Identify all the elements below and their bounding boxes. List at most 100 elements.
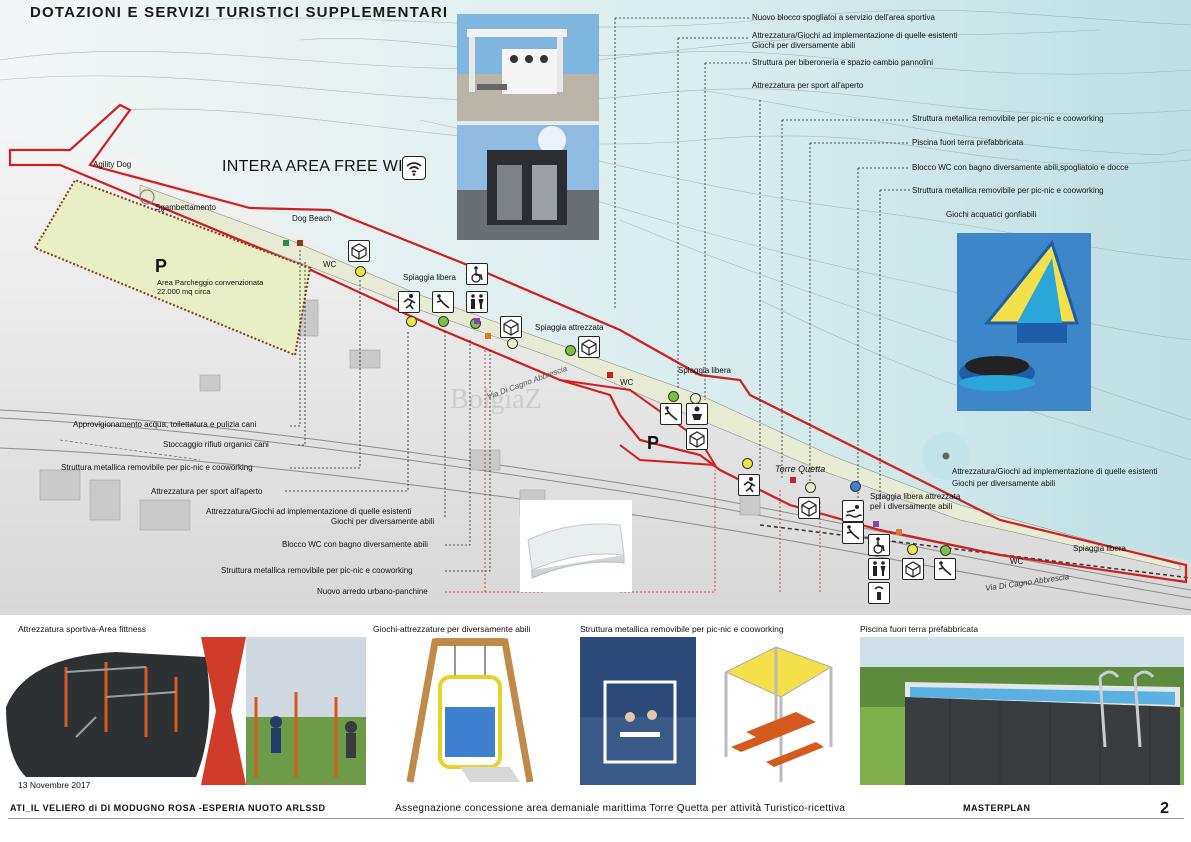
wc-block-photo bbox=[457, 125, 599, 240]
legend-right-5: Attrezzatura per sport all'aperto bbox=[752, 81, 864, 90]
legend-right-7: Piscina fuori terra prefabbricata bbox=[912, 138, 1024, 147]
legend-left-9: Nuovo arredo urbano-panchine bbox=[317, 587, 428, 596]
parking-label-1: Area Parcheggio convenzionata bbox=[157, 278, 264, 287]
legend-left-5: Attrezzatura/Giochi ad implementazione d… bbox=[206, 507, 412, 516]
legend-left-6: Giochi per diversamente abili bbox=[331, 517, 435, 526]
legend-right-9: Struttura metallica removibile per pic-n… bbox=[912, 186, 1104, 195]
date-label: 13 Novembre 2017 bbox=[18, 780, 91, 790]
caption-fitness: Attrezzatura sportiva-Area fittness bbox=[18, 624, 147, 634]
structure-cube-icon bbox=[500, 316, 522, 338]
legend-right-8: Blocco WC con bagno diversamente abili,s… bbox=[912, 163, 1129, 172]
structure-cube-icon bbox=[902, 558, 924, 580]
playground-icon bbox=[660, 403, 682, 425]
pool-photo bbox=[860, 637, 1184, 785]
marker-square bbox=[297, 240, 303, 246]
playground-icon bbox=[842, 522, 864, 544]
marker-dot bbox=[805, 482, 816, 493]
drinking-fountain-icon bbox=[868, 582, 890, 604]
spiaggia-libera-label-2: Spiaggia libera bbox=[678, 366, 731, 375]
legend-right-4: Struttura per biberoneria e spazio cambi… bbox=[752, 58, 933, 67]
footer-left: ATI_IL VELIERO di DI MODUGNO ROSA -ESPER… bbox=[10, 803, 326, 813]
legend-left-8: Struttura metallica removibile per pic-n… bbox=[221, 566, 413, 575]
spiaggia-attrezzata-label: Spiaggia attrezzata bbox=[535, 323, 604, 332]
toilet-people-icon bbox=[466, 291, 488, 313]
wheelchair-icon bbox=[466, 263, 488, 285]
caption-disabled-games: Giochi-attrezzature per diversamente abi… bbox=[373, 624, 531, 634]
marker-square bbox=[607, 372, 613, 378]
parking-letter: P bbox=[155, 256, 168, 276]
wc-label-3: WC bbox=[1010, 557, 1024, 566]
changing-room-photo bbox=[457, 14, 599, 121]
spiaggia-disabili-label-1: Spiaggia libera attrezzata bbox=[870, 492, 961, 501]
footer-center: Assegnazione concessione area demaniale … bbox=[395, 803, 846, 814]
marker-square bbox=[474, 318, 480, 324]
footer-right: MASTERPLAN bbox=[963, 803, 1031, 813]
bench-render bbox=[520, 500, 632, 592]
legend-right-10: Giochi acquatici gonfiabili bbox=[946, 210, 1037, 219]
fitness-area-photo bbox=[6, 637, 366, 785]
legend-left-1: Approvigionamento acqua, toilettatura e … bbox=[73, 420, 257, 429]
legend-right-2: Attrezzatura/Giochi ad implementazione d… bbox=[752, 31, 958, 40]
running-icon bbox=[738, 474, 760, 496]
wc-label-1: WC bbox=[323, 260, 337, 269]
legend-right-11: Attrezzatura/Giochi ad implementazione d… bbox=[952, 467, 1158, 476]
wifi-icon bbox=[402, 156, 426, 180]
marker-dot bbox=[690, 393, 701, 404]
spiaggia-libera-label-1: Spiaggia libera bbox=[403, 273, 456, 282]
swimmer-icon bbox=[842, 500, 864, 522]
spiaggia-disabili-label-2: per i diversamente abili bbox=[870, 502, 953, 511]
legend-left-2: Stoccaggio rifiuti organici cani bbox=[163, 440, 269, 449]
swing-disabled-photo bbox=[400, 637, 540, 785]
marker-dot bbox=[355, 266, 366, 277]
picnic-structure-render bbox=[706, 637, 836, 785]
legend-left-7: Blocco WC con bagno diversamente abili bbox=[282, 540, 428, 549]
legend-right-12: Giochi per diversamente abili bbox=[952, 479, 1056, 488]
marker-dot bbox=[668, 391, 679, 402]
spiaggia-libera-label-3: Spiaggia libera bbox=[1073, 544, 1126, 553]
caption-picnic-structure: Struttura metallica removibile per pic-n… bbox=[580, 624, 784, 634]
dog-beach-label: Dog Beach bbox=[292, 214, 332, 223]
watermark-text: BolgiaZ bbox=[450, 384, 542, 415]
page-title: DOTAZIONI E SERVIZI TURISTICI SUPPLEMENT… bbox=[30, 4, 449, 21]
playground-icon bbox=[934, 558, 956, 580]
torre-quetta-label: Torre Quetta bbox=[775, 464, 826, 474]
structure-cube-icon bbox=[798, 497, 820, 519]
marker-dot bbox=[438, 316, 449, 327]
marker-square bbox=[283, 240, 289, 246]
footer bbox=[0, 798, 1191, 842]
running-icon bbox=[398, 291, 420, 313]
marker-dot bbox=[742, 458, 753, 469]
marker-dot bbox=[565, 345, 576, 356]
legend-right-1: Nuovo blocco spogliatoi a servizio dell'… bbox=[752, 13, 935, 22]
legend-right-6: Struttura metallica removibile per pic-n… bbox=[912, 114, 1104, 123]
playground-icon bbox=[432, 291, 454, 313]
baby-care-icon bbox=[686, 403, 708, 425]
marker-dot bbox=[850, 481, 861, 492]
sgambettamento-label: Sgambettamento bbox=[155, 203, 216, 212]
marker-dot bbox=[406, 316, 417, 327]
caption-pool: Piscina fuori terra prefabbricata bbox=[860, 624, 979, 634]
marker-square bbox=[485, 333, 491, 339]
legend-left-3: Struttura metallica removibile per pic-n… bbox=[61, 463, 253, 472]
structure-cube-icon bbox=[578, 336, 600, 358]
marker-dot bbox=[507, 338, 518, 349]
inflatable-games-photo bbox=[957, 233, 1091, 411]
page-number: 2 bbox=[1160, 800, 1169, 817]
legend-left-4: Attrezzatura per sport all'aperto bbox=[151, 487, 263, 496]
structure-cube-icon bbox=[686, 428, 708, 450]
picnic-night-photo bbox=[580, 637, 696, 785]
legend-right-3: Giochi per diversamente abili bbox=[752, 41, 856, 50]
wc-label-2: WC bbox=[620, 378, 634, 387]
marker-square bbox=[873, 521, 879, 527]
marker-square bbox=[896, 529, 902, 535]
marker-dot bbox=[907, 544, 918, 555]
wheelchair-icon bbox=[868, 534, 890, 556]
toilet-people-icon bbox=[868, 558, 890, 580]
parking-label-2: 22.000 mq circa bbox=[157, 287, 211, 296]
marker-square bbox=[790, 477, 796, 483]
structure-cube-icon bbox=[348, 240, 370, 262]
free-wifi-label: INTERA AREA FREE WIFI bbox=[222, 158, 418, 175]
marker-dot bbox=[940, 545, 951, 556]
parking-letter-2: P bbox=[647, 433, 660, 453]
agility-dog-label: Agility Dog bbox=[93, 160, 132, 169]
